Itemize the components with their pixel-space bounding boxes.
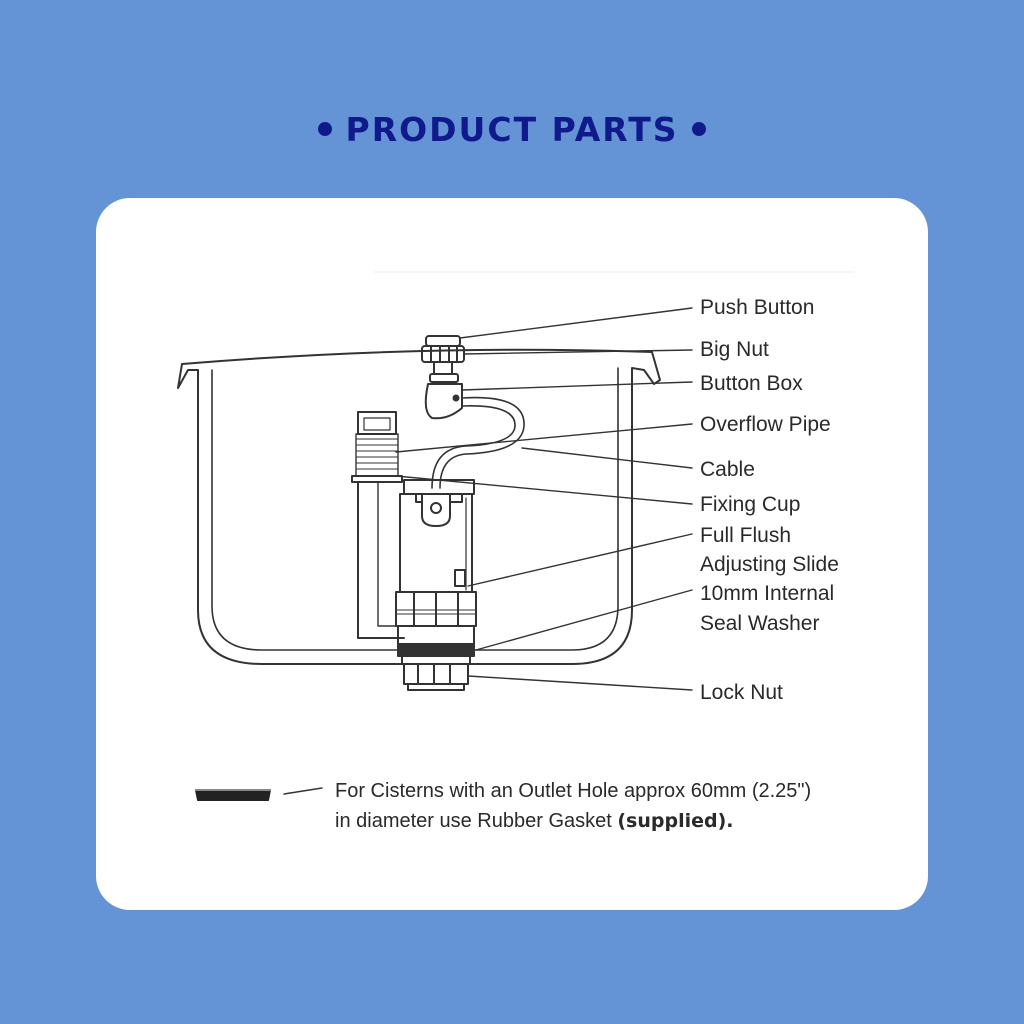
lock-nut-part [403, 663, 469, 691]
cistern-tank [177, 348, 661, 665]
gasket-note-line1: For Cisterns with an Outlet Hole approx … [335, 780, 812, 802]
gasket-note-text: in diameter use Rubber Gasket [335, 810, 618, 832]
overflow-pipe-part [351, 411, 405, 639]
label-seal-washer-line2: Seal Washer [700, 612, 820, 635]
flush-valve-part [395, 479, 477, 645]
label-push-button: Push Button [700, 296, 815, 319]
page-title: PRODUCT PARTS [0, 106, 1024, 152]
diagram-card: Push Button Big Nut Button Box Overflow … [96, 198, 928, 910]
rubber-gasket-icon [195, 789, 271, 801]
push-button-part [421, 335, 465, 383]
label-full-flush-line1: Full Flush [700, 524, 792, 547]
label-button-box: Button Box [700, 372, 803, 395]
label-overflow-pipe: Overflow Pipe [700, 413, 831, 436]
seal-washer-part [397, 643, 475, 665]
bullet-dot-right [692, 122, 707, 136]
label-seal-washer-line1: 10mm Internal [700, 582, 835, 605]
cistern-diagram [177, 271, 855, 801]
page-title-text: PRODUCT PARTS [345, 109, 679, 149]
label-big-nut: Big Nut [700, 338, 769, 361]
gasket-note-line2: in diameter use Rubber Gasket (supplied)… [335, 806, 875, 836]
label-lock-nut: Lock Nut [700, 681, 783, 704]
button-box-part [424, 383, 463, 420]
cable-part [431, 396, 525, 489]
label-fixing-cup: Fixing Cup [700, 493, 801, 516]
leader-lines [283, 307, 693, 795]
label-full-flush-line2: Adjusting Slide [700, 553, 839, 576]
gasket-note: For Cisterns with an Outlet Hole approx … [335, 776, 875, 836]
label-cable: Cable [700, 458, 755, 481]
bullet-dot-left [317, 122, 332, 136]
gasket-note-supplied: (supplied). [617, 810, 734, 832]
